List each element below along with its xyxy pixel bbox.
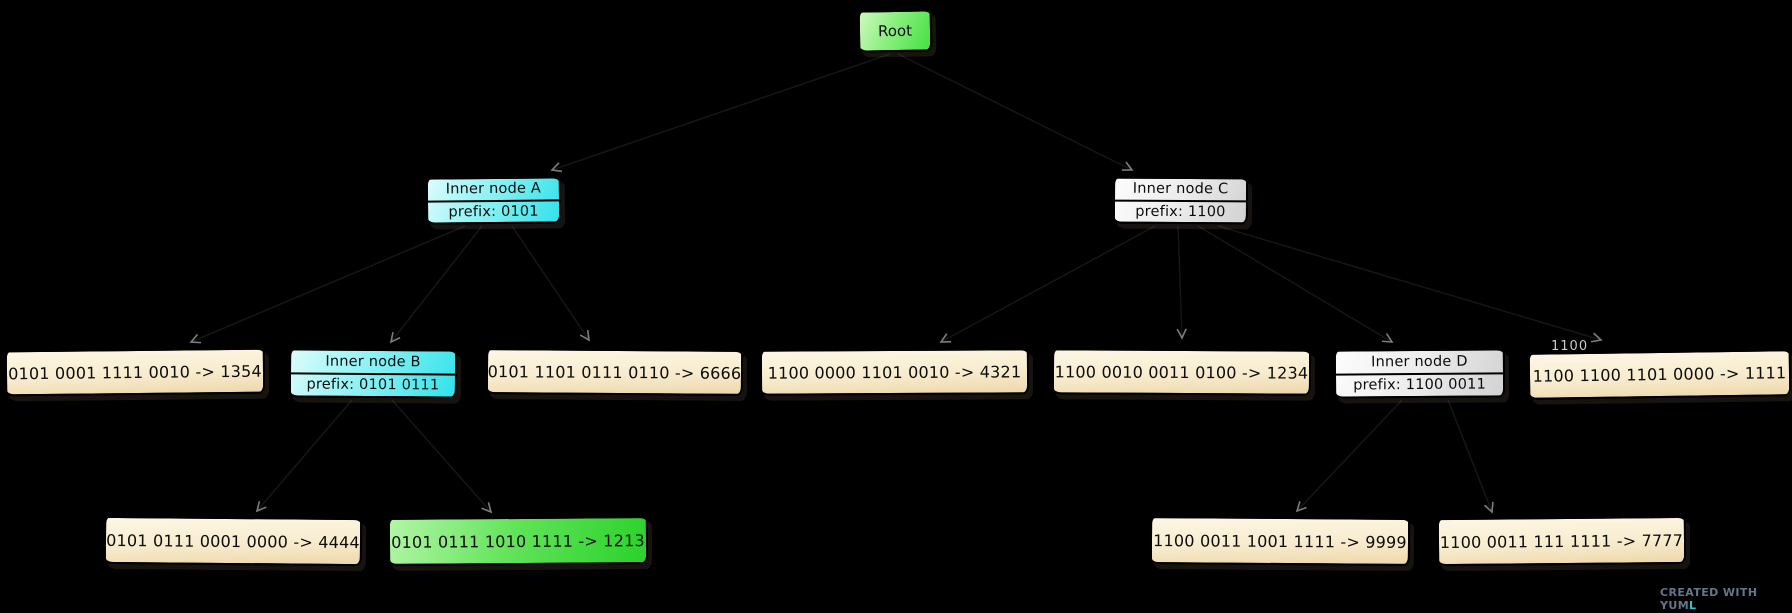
edge-inner-a-to-leaf-1354 [189, 225, 466, 344]
inner-node-a: Inner node A prefix: 0101 [425, 176, 562, 225]
yuml-watermark: CREATED WITH YUML [1660, 586, 1792, 612]
edge-inner-b-to-leaf-1213 [391, 399, 493, 514]
root-node: Root [857, 9, 933, 53]
edge-root-to-inner-a [550, 53, 891, 173]
edge-inner-a-to-leaf-6666 [511, 225, 591, 342]
inner-node-b-prefix: prefix: 0101 0111 [306, 376, 440, 394]
leaf-node-1111: 1100 1100 1101 0000 -> 1111 [1527, 349, 1792, 400]
edge-root-to-inner-c [897, 53, 1134, 171]
leaf-node-1111-label: 1100 1100 1101 0000 -> 1111 [1532, 363, 1787, 386]
leaf-node-9999-label: 1100 0011 1001 1111 -> 9999 [1153, 530, 1407, 552]
leaf-node-7777-label: 1100 0011 111 1111 -> 7777 [1439, 530, 1684, 552]
edge-inner-a-to-inner-b [389, 225, 483, 344]
leaf-node-4321-label: 1100 0000 1101 0010 -> 4321 [767, 361, 1022, 383]
edge-inner-d-to-leaf-9999 [1295, 399, 1403, 513]
leaf-node-1354-label: 0101 0001 1111 0010 -> 1354 [8, 361, 262, 383]
inner-node-b-title: Inner node B [290, 350, 456, 376]
inner-node-b: Inner node B prefix: 0101 0111 [288, 348, 458, 399]
edge-inner-c-to-leaf-4321 [939, 225, 1156, 343]
yuml-watermark-text: CREATED WITH YUM [1660, 586, 1758, 612]
inner-node-c-prefix: prefix: 1100 [1135, 203, 1226, 220]
leaf-node-1213: 0101 0111 1010 1111 -> 1213 [387, 516, 649, 566]
inner-node-a-prefix: prefix: 0101 [448, 203, 539, 221]
inner-node-c: Inner node C prefix: 1100 [1112, 176, 1249, 225]
inner-node-c-title: Inner node C [1114, 178, 1247, 202]
yuml-watermark-accent: L [1689, 599, 1697, 612]
edge-inner-c-to-leaf-1234 [1176, 225, 1187, 340]
edge-inner-c-to-leaf-1111 [1217, 225, 1603, 343]
root-node-label: Root [877, 21, 913, 41]
leaf-node-1213-label: 0101 0111 1010 1111 -> 1213 [391, 530, 645, 552]
edge-inner-c-to-inner-d [1197, 225, 1394, 343]
edge-inner-b-to-leaf-4444 [255, 399, 353, 513]
inner-node-d-title: Inner node D [1335, 350, 1504, 376]
edge-label-partial: 1100 [1551, 339, 1589, 354]
leaf-node-6666-label: 0101 1101 0111 0110 -> 6666 [487, 361, 742, 383]
leaf-node-1234: 1100 0010 0011 0100 -> 1234 [1051, 348, 1312, 396]
inner-node-d-prefix: prefix: 1100 0011 [1353, 376, 1487, 394]
leaf-node-7777: 1100 0011 111 1111 -> 7777 [1436, 515, 1687, 567]
leaf-node-1354: 0101 0001 1111 0010 -> 1354 [4, 347, 266, 397]
leaf-node-4444: 0101 0111 0001 0000 -> 4444 [103, 515, 363, 567]
leaf-node-9999: 1100 0011 1001 1111 -> 9999 [1149, 516, 1411, 566]
leaf-node-6666: 0101 1101 0111 0110 -> 6666 [485, 348, 744, 396]
inner-node-a-title: Inner node A [427, 178, 560, 203]
edge-inner-d-to-leaf-7777 [1447, 399, 1494, 514]
leaf-node-4321: 1100 0000 1101 0010 -> 4321 [759, 348, 1030, 396]
inner-node-d: Inner node D prefix: 1100 0011 [1333, 348, 1506, 399]
leaf-node-1234-label: 1100 0010 0011 0100 -> 1234 [1054, 361, 1309, 383]
leaf-node-4444-label: 0101 0111 0001 0000 -> 4444 [106, 530, 360, 552]
